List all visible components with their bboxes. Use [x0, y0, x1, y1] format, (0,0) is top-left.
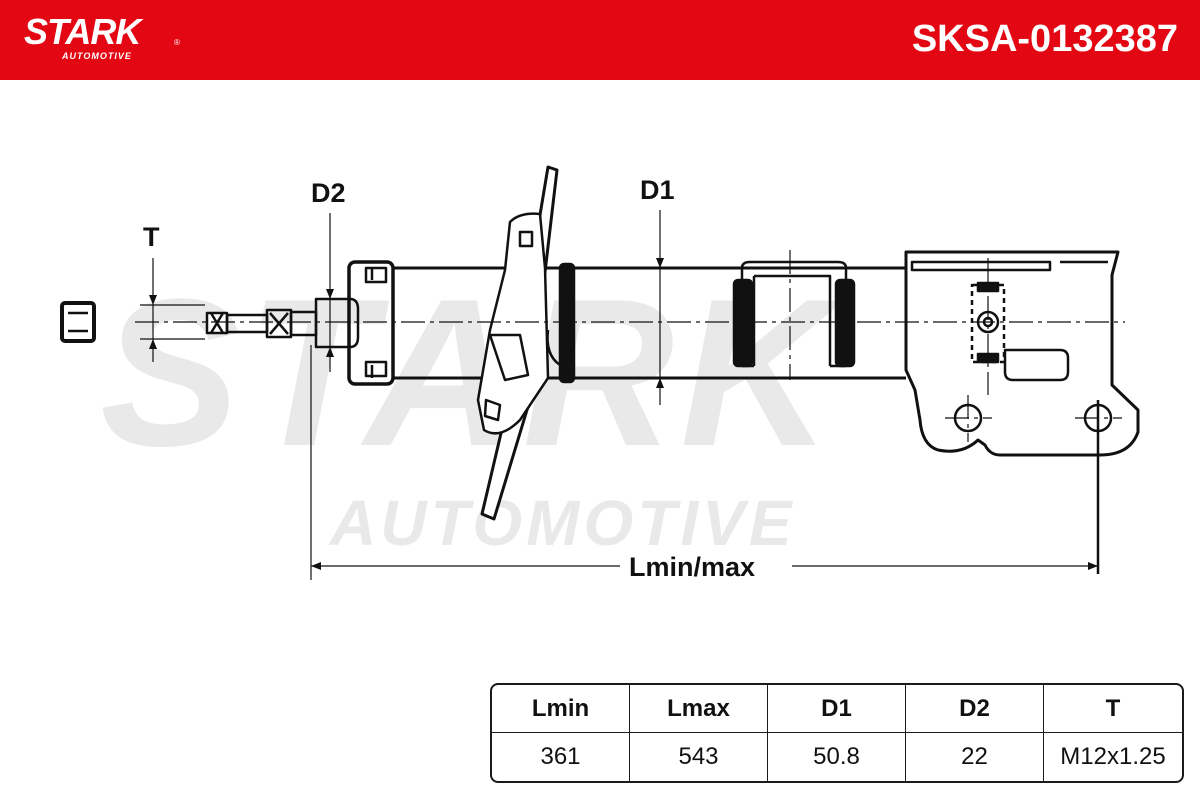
- brake-hose-bracket: [732, 260, 856, 368]
- specs-header-lmin: Lmin: [492, 685, 630, 733]
- specs-header-d1: D1: [768, 685, 906, 733]
- nut-icon: [60, 301, 96, 343]
- brand-name: STARK: [24, 11, 141, 52]
- registered-mark: ®: [174, 38, 180, 47]
- header-bar: STARK AUTOMOTIVE ® SKSA-0132387: [0, 0, 1200, 80]
- dimension-arrows: [149, 258, 1098, 570]
- label-d2: D2: [311, 178, 346, 208]
- dimension-lines: [140, 210, 1098, 580]
- part-number: SKSA-0132387: [911, 18, 1178, 60]
- specs-value-t: M12x1.25: [1060, 743, 1166, 770]
- label-t: T: [143, 222, 160, 252]
- label-length: Lmin/max: [629, 552, 755, 582]
- watermark-brand: STARK: [100, 255, 845, 490]
- brand-subtitle: AUTOMOTIVE: [62, 51, 132, 61]
- specs-value-lmax: 543: [630, 733, 768, 781]
- specs-header-d2: D2: [906, 685, 1044, 733]
- specs-header-lmax: Lmax: [630, 685, 768, 733]
- specs-value-d2: 22: [906, 733, 1044, 781]
- spring-seat: [476, 165, 576, 521]
- specs-value-d1: 50.8: [768, 733, 906, 781]
- knuckle-bracket: [904, 250, 1140, 574]
- specs-value-lmin: 361: [492, 733, 630, 781]
- watermark-subtitle: AUTOMOTIVE: [328, 487, 796, 559]
- specs-header-t: T: [1044, 685, 1182, 733]
- cylinder-tube: [393, 266, 906, 380]
- top-cap: [347, 260, 395, 386]
- specs-table: Lmin Lmax D1 D2 T 361 543 50.8 22 M12x1.…: [490, 683, 1184, 783]
- label-d1: D1: [640, 175, 675, 205]
- center-lines: [135, 250, 1125, 442]
- brand-logo: STARK AUTOMOTIVE ®: [24, 11, 180, 62]
- shock-absorber-drawing: STARK AUTOMOTIVE: [60, 165, 1140, 582]
- piston-rod: [205, 297, 360, 349]
